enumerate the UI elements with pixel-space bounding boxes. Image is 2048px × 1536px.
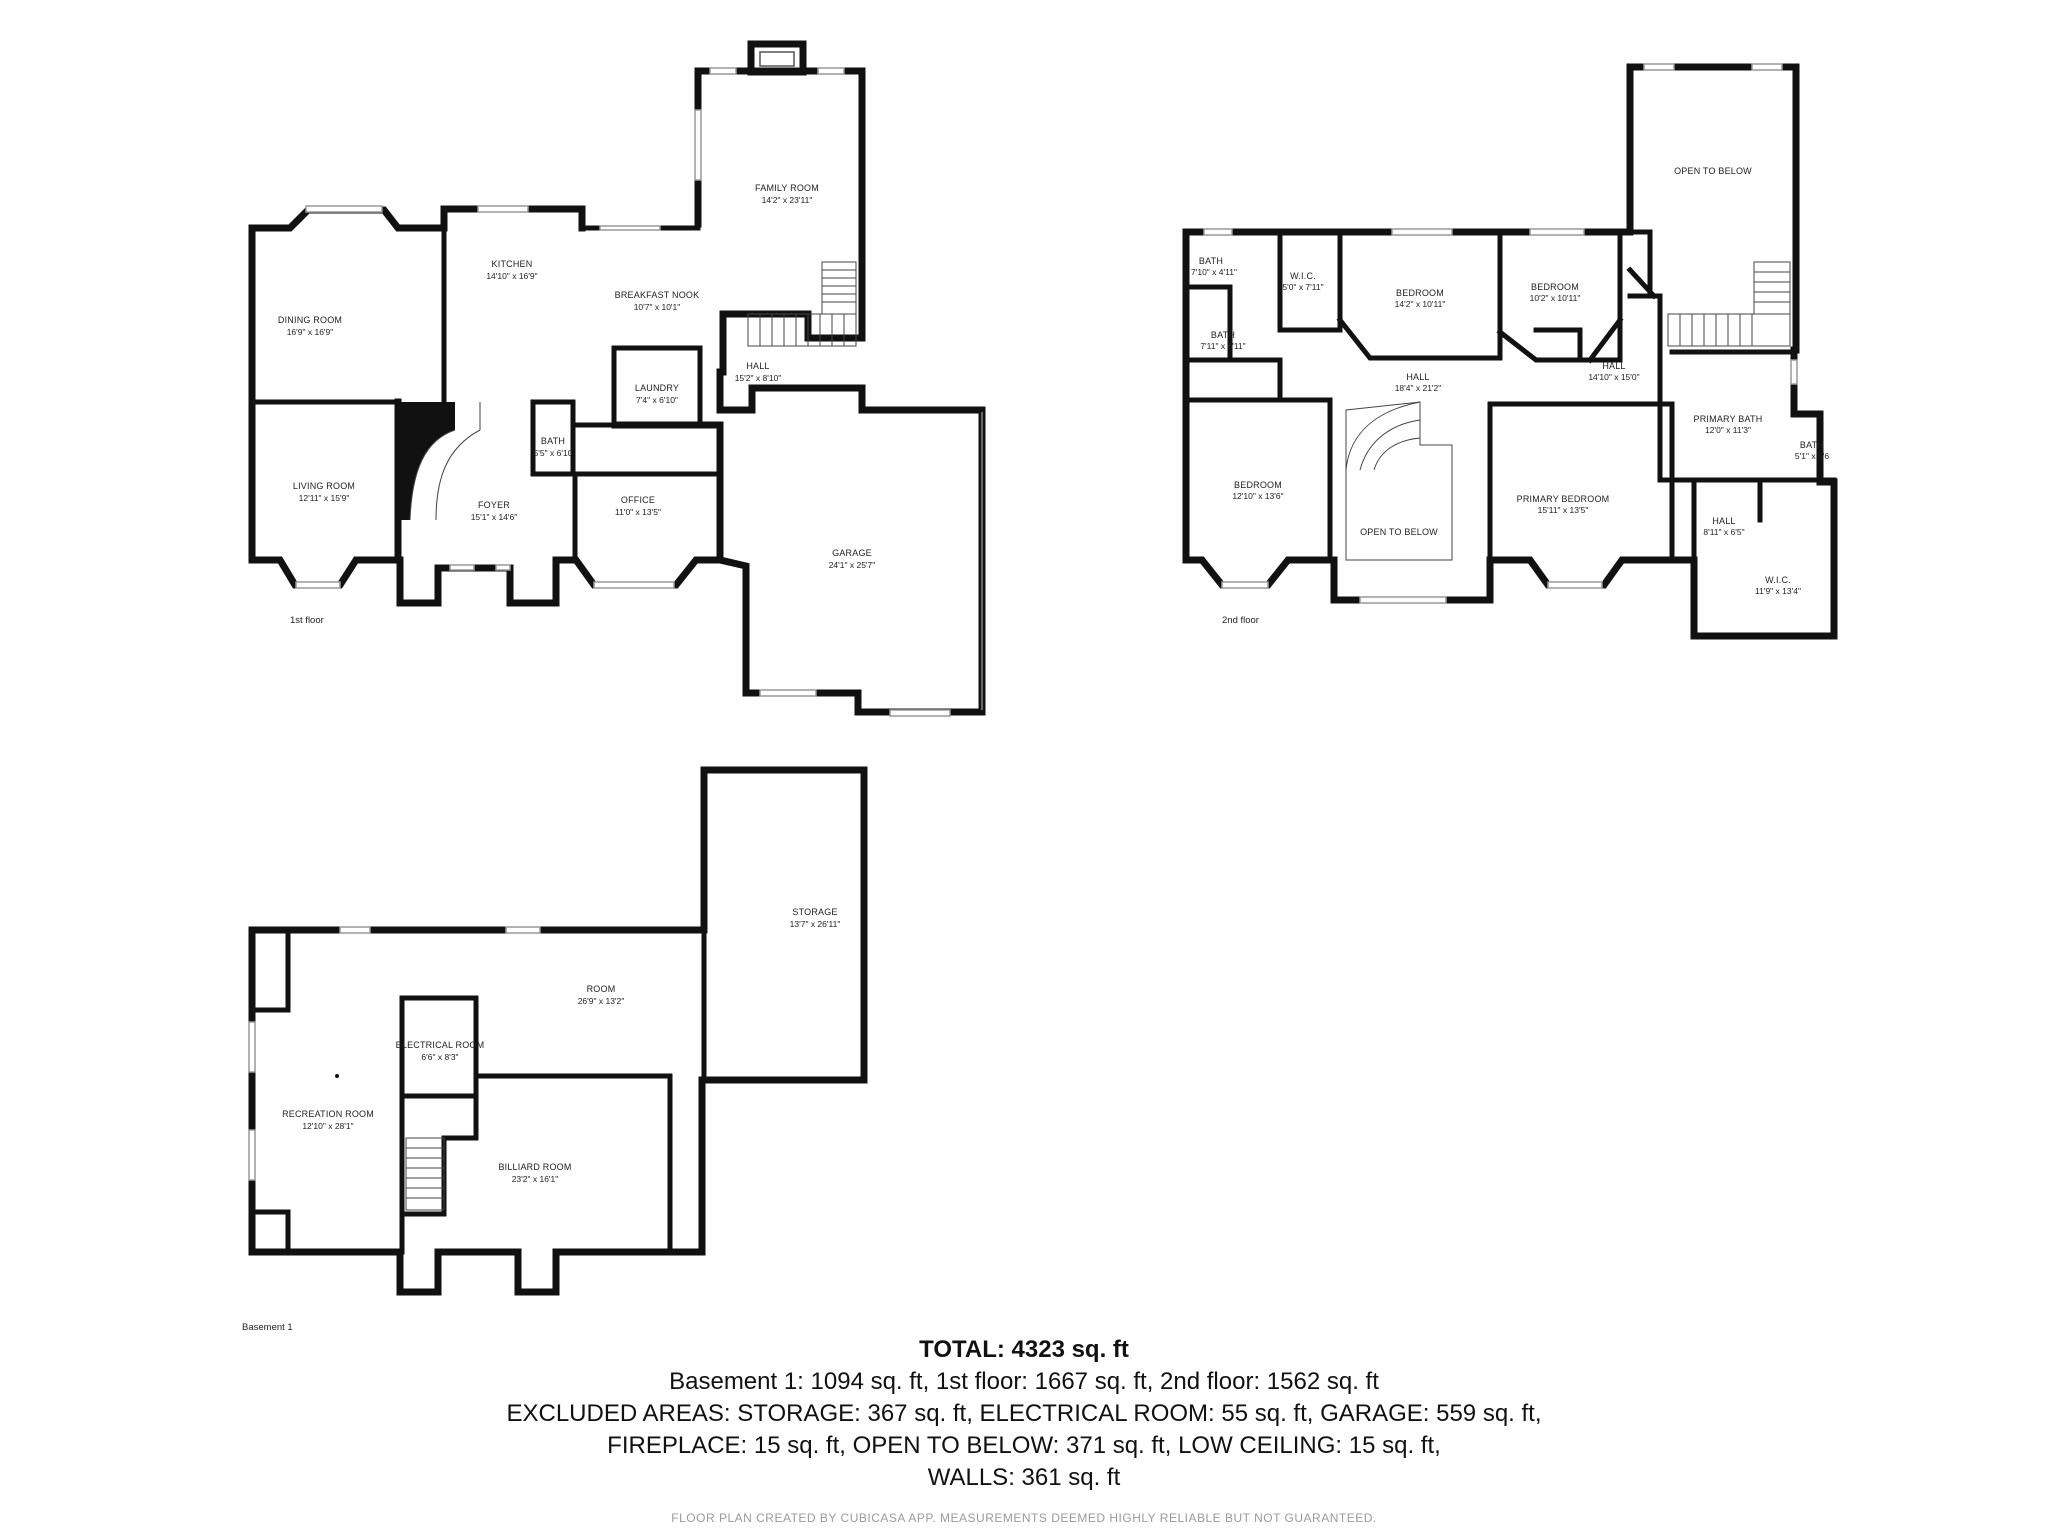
room-name: BREAKFAST NOOK	[615, 290, 700, 300]
excluded-areas-line-2: FIREPLACE: 15 sq. ft, OPEN TO BELOW: 371…	[607, 1432, 1441, 1459]
room-dim: 12'11" x 15'9"	[299, 493, 350, 503]
room-name: BATH	[541, 436, 565, 446]
room-name: PRIMARY BEDROOM	[1517, 494, 1610, 504]
first-floor-labels: FAMILY ROOM 14'2" x 23'11" DINING ROOM 1…	[278, 183, 875, 626]
room-dim: 5'5" x 6'10	[534, 448, 573, 458]
room-dim: 24'1" x 25'7"	[829, 560, 876, 570]
room-name: OPEN TO BELOW	[1360, 527, 1438, 537]
second-floor-plan	[1182, 63, 1838, 640]
room-name: FOYER	[478, 500, 510, 510]
room-name: W.I.C.	[1765, 575, 1791, 585]
room-dim: 15'2" x 8'10"	[735, 373, 782, 383]
room-dim: 11'9" x 13'4"	[1755, 586, 1801, 596]
room-dim: 12'10" x 13'6"	[1232, 491, 1283, 501]
room-name: BATH	[1199, 256, 1223, 266]
family-room-stairs	[747, 261, 857, 347]
hall-garage-walls	[715, 368, 986, 716]
fireplace	[747, 40, 807, 76]
room-name: W.I.C.	[1290, 271, 1316, 281]
room-name: BEDROOM	[1234, 480, 1282, 490]
laundry-walls	[611, 345, 703, 428]
floor-label-1st: 1st floor	[290, 615, 324, 626]
foyer-walls	[394, 398, 724, 607]
room-dim: 7'10" x 4'11"	[1191, 267, 1237, 277]
room-name: ELECTRICAL ROOM	[396, 1040, 485, 1050]
room-dim: 14'10" x 15'0"	[1588, 372, 1639, 382]
room-dim: 5'1" x 5'6	[1795, 451, 1829, 461]
room-dim: 10'7" x 10'1"	[634, 302, 681, 312]
floor-areas-line: Basement 1: 1094 sq. ft, 1st floor: 1667…	[669, 1368, 1379, 1395]
room-dim: 16'9" x 16'9"	[287, 327, 334, 337]
room-dim: 11'0" x 13'5"	[615, 507, 661, 517]
room-dim: 10'2" x 10'11"	[1530, 293, 1581, 303]
room-dim: 26'9" x 13'2"	[578, 996, 625, 1006]
room-name: PRIMARY BATH	[1694, 414, 1763, 424]
room-dim: 14'2" x 10'11"	[1395, 299, 1446, 309]
room-dim: 13'7" x 26'11"	[790, 919, 841, 929]
room-dim: 14'10" x 16'9"	[486, 271, 537, 281]
basement-labels: STORAGE 13'7" x 26'11" ROOM 26'9" x 13'2…	[242, 907, 840, 1333]
room-name: HALL	[1712, 516, 1735, 526]
room-name: LAUNDRY	[635, 383, 679, 393]
basement-outer-walls	[248, 766, 868, 1296]
room-name: HALL	[1602, 361, 1625, 371]
dining-living-walls	[248, 205, 586, 589]
total-area: TOTAL: 4323 sq. ft	[919, 1336, 1129, 1363]
room-dim: 5'0" x 7'11"	[1282, 282, 1323, 292]
curved-stair	[409, 402, 481, 521]
open-to-below-corner	[1626, 266, 1658, 300]
basement-plan	[248, 766, 868, 1296]
room-name: HALL	[1406, 372, 1429, 382]
second-floor-internal-walls	[1183, 229, 1837, 563]
floor-label-basement: Basement 1	[242, 1322, 293, 1333]
room-dim: 7'4" x 6'10"	[636, 395, 678, 405]
second-floor-curved-stair	[1345, 401, 1453, 561]
room-dim: 15'1" x 14'6"	[471, 512, 518, 522]
room-name: STORAGE	[792, 907, 837, 917]
room-dim: 23'2" x 16'1"	[512, 1174, 559, 1184]
room-name: BEDROOM	[1396, 288, 1444, 298]
room-dim: 7'11" x 6'11"	[1200, 341, 1245, 351]
room-name: OPEN TO BELOW	[1674, 166, 1752, 176]
room-name: GARAGE	[832, 548, 872, 558]
family-room-walls	[694, 67, 866, 376]
room-name: KITCHEN	[492, 259, 533, 269]
foyer-stair-landing	[400, 402, 455, 520]
room-dim: 12'0" x 11'3"	[1705, 425, 1751, 435]
room-name: BEDROOM	[1531, 282, 1579, 292]
room-dim: 18'4" x 21'2"	[1395, 383, 1442, 393]
room-name: FAMILY ROOM	[755, 183, 819, 193]
walls-area-line: WALLS: 361 sq. ft	[927, 1464, 1121, 1491]
room-dim: 14'2" x 23'11"	[762, 195, 813, 205]
disclaimer-footer: FLOOR PLAN CREATED BY CUBICASA APP. MEAS…	[671, 1511, 1377, 1525]
room-name: DINING ROOM	[278, 315, 342, 325]
room-dim: 12'10" x 28'1"	[302, 1121, 353, 1131]
basement-internal-walls	[249, 927, 707, 1255]
first-floor-plan	[248, 40, 986, 717]
room-dim: 8'11" x 6'5"	[1703, 527, 1744, 537]
room-name: BATH	[1800, 440, 1824, 450]
room-name: OFFICE	[621, 495, 655, 505]
excluded-areas-line: EXCLUDED AREAS: STORAGE: 367 sq. ft, ELE…	[506, 1400, 1542, 1427]
room-name: BATH	[1211, 330, 1235, 340]
floor-label-2nd: 2nd floor	[1222, 615, 1259, 626]
second-floor-labels: OPEN TO BELOW BATH 7'10" x 4'11" W.I.C. …	[1191, 166, 1829, 626]
room-dim: 6'6" x 8'3"	[421, 1052, 458, 1062]
room-name: HALL	[746, 361, 769, 371]
room-name: ROOM	[587, 984, 616, 994]
room-dim: 15'11" x 13'5"	[1538, 505, 1589, 515]
room-name: RECREATION ROOM	[282, 1109, 374, 1119]
basement-stairs	[405, 1137, 445, 1211]
room-name: BILLIARD ROOM	[498, 1162, 571, 1172]
room-name: LIVING ROOM	[293, 481, 355, 491]
first-bath-walls	[530, 399, 576, 477]
second-floor-stairs	[1667, 261, 1791, 347]
